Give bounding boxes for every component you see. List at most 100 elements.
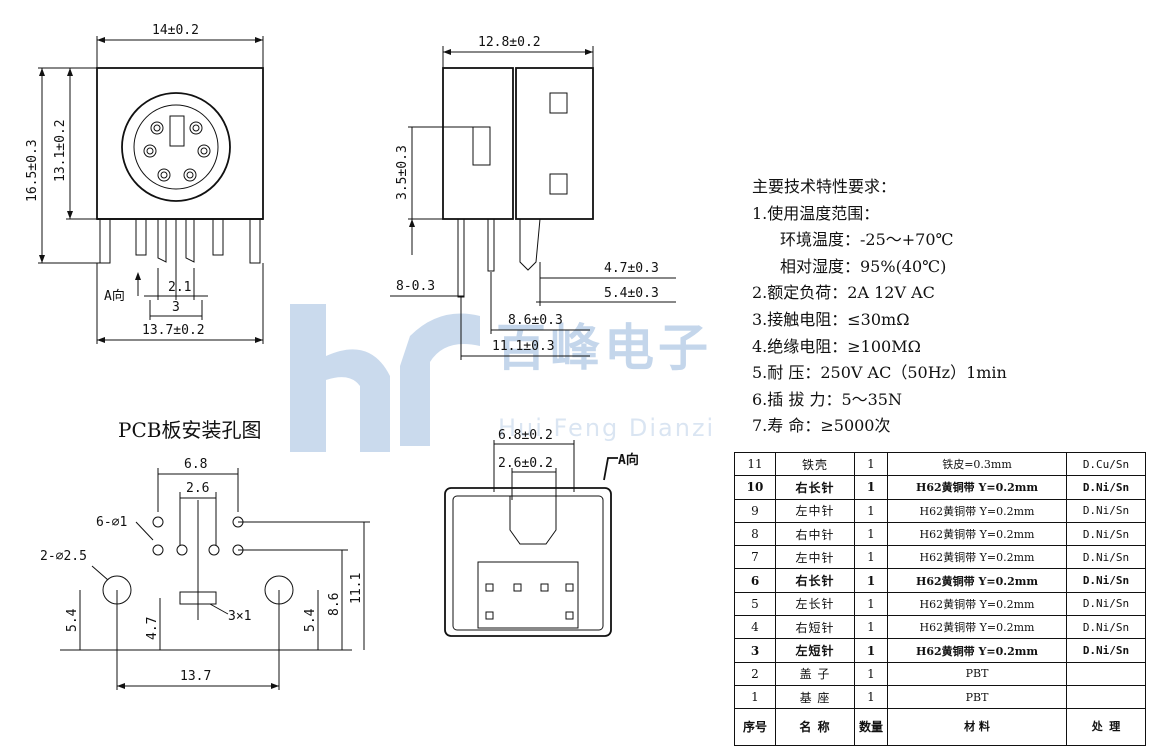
bom-finish: D.Ni/Sn [1066, 568, 1146, 593]
side-dim-a-label: 4.7±0.3 [604, 261, 659, 276]
side-window-height-label: 3.5±0.3 [395, 145, 410, 200]
bom-finish: D.Ni/Sn [1066, 638, 1146, 663]
bom-no: 3 [734, 638, 776, 663]
bom-no: 7 [734, 545, 776, 570]
bom-name: 左中针 [775, 498, 855, 523]
side-pin-offset-label: 8-0.3 [396, 279, 435, 294]
pcb-big-holes-label: 2-⌀2.5 [40, 549, 87, 564]
bom-material: H62黄铜带 Y=0.2mm [887, 591, 1067, 617]
pcb-base-width-label: 13.7 [180, 669, 211, 684]
bom-no: 2 [734, 661, 776, 686]
bom-qty: 1 [854, 638, 888, 663]
watermark-logo [290, 304, 480, 452]
table-row: 11 铁壳 1 铁皮=0.3mm D.Cu/Sn [734, 451, 1146, 477]
table-header-row: 序号 名 称 数量 材 料 处 理 [734, 708, 1146, 747]
spec-item: 5.耐 压：250V AC（50Hz）1min [752, 363, 1007, 383]
pcb-small-holes-label: 6-⌀1 [96, 515, 127, 530]
bom-no: 6 [734, 568, 776, 593]
front-base-width-label: 13.7±0.2 [142, 323, 205, 338]
bom-finish: D.Ni/Sn [1066, 615, 1146, 640]
bom-no: 9 [734, 498, 776, 523]
bom-name: 左长针 [775, 591, 855, 617]
bom-name: 右长针 [775, 475, 855, 500]
bom-name: 左中针 [775, 545, 855, 570]
bom-material: H62黄铜带 Y=0.2mm [887, 475, 1067, 500]
bom-finish: D.Ni/Sn [1066, 591, 1146, 617]
front-pin-pitch-label: 2.1 [168, 280, 191, 295]
side-dim-b-label: 5.4±0.3 [604, 286, 659, 301]
pcb-left-height-label: 5.4 [65, 608, 80, 632]
spec-item: 3.接触电阻：≤30mΩ [752, 309, 910, 329]
bom-no: 8 [734, 521, 776, 547]
bom-qty: 1 [854, 591, 888, 617]
bom-material: H62黄铜带 Y=0.2mm [887, 568, 1067, 593]
bom-name: 右长针 [775, 568, 855, 593]
specs-title: 主要技术特性要求： [752, 177, 897, 196]
bom-material: PBT [887, 684, 1067, 710]
bom-no: 4 [734, 615, 776, 640]
bom-finish [1066, 684, 1146, 710]
bom-finish: D.Cu/Sn [1066, 451, 1146, 477]
bom-qty: 1 [854, 451, 888, 477]
bom-finish: D.Ni/Sn [1066, 498, 1146, 523]
spec-item: 相对湿度：95%(40℃) [780, 256, 947, 276]
table-row: 8 右中针 1 H62黄铜带 Y=0.2mm D.Ni/Sn [734, 521, 1146, 547]
table-row: 5 左长针 1 H62黄铜带 Y=0.2mm D.Ni/Sn [734, 591, 1146, 617]
header-qty: 数量 [854, 708, 888, 747]
bottom-view: 6.8±0.2 2.6±0.2 A向 [444, 428, 639, 637]
bom-no: 10 [734, 475, 776, 500]
header-finish: 处 理 [1066, 708, 1146, 747]
table-row: 6 右长针 1 H62黄铜带 Y=0.2mm D.Ni/Sn [734, 568, 1146, 593]
bottom-outer-width-label: 6.8±0.2 [498, 428, 553, 443]
bom-finish: D.Ni/Sn [1066, 521, 1146, 547]
bom-qty: 1 [854, 568, 888, 593]
front-total-height-label: 16.5±0.3 [25, 139, 40, 202]
header-name: 名 称 [775, 708, 855, 747]
bom-name: 左短针 [775, 638, 855, 663]
front-view: 14±0.2 16.5±0.3 13 [25, 23, 264, 344]
bom-qty: 1 [854, 498, 888, 523]
spec-item: 6.插 拔 力：5～35N [752, 389, 902, 409]
pcb-right-height-a-label: 5.4 [303, 608, 318, 632]
bom-no: 5 [734, 591, 776, 617]
specifications: 主要技术特性要求： 1.使用温度范围： 环境温度：-25～+70℃ 相对湿度：9… [752, 174, 1007, 440]
watermark-brand: 百峰电子 [496, 319, 712, 377]
bom-finish: D.Ni/Sn [1066, 475, 1146, 500]
front-direction-label: A向 [104, 288, 125, 304]
bom-material: H62黄铜带 Y=0.2mm [887, 638, 1067, 663]
bom-material: H62黄铜带 Y=0.2mm [887, 615, 1067, 640]
pcb-width-outer-label: 6.8 [184, 457, 207, 472]
bottom-direction-label: A向 [618, 452, 639, 468]
side-dim-c-label: 8.6±0.3 [508, 313, 563, 328]
spec-item: 环境温度：-25～+70℃ [780, 230, 954, 250]
bom-qty: 1 [854, 684, 888, 710]
table-row: 7 左中针 1 H62黄铜带 Y=0.2mm D.Ni/Sn [734, 545, 1146, 570]
spec-item: 4.绝缘电阻：≥100MΩ [752, 336, 921, 356]
pcb-slot-height-label: 4.7 [145, 617, 160, 640]
bom-name: 基 座 [775, 684, 855, 710]
bom-qty: 1 [854, 545, 888, 570]
pcb-width-inner-label: 2.6 [186, 481, 209, 496]
pcb-layout: 6.8 2.6 6-⌀1 2-⌀2.5 3×1 13.7 5.4 4.7 [40, 457, 370, 690]
side-dim-d-label: 11.1±0.3 [492, 339, 555, 354]
bom-name: 铁壳 [775, 451, 855, 477]
bom-qty: 1 [854, 521, 888, 547]
table-row: 2 盖 子 1 PBT [734, 661, 1146, 686]
bill-of-materials: 11 铁壳 1 铁皮=0.3mm D.Cu/Sn 10 右长针 1 H62黄铜带… [734, 451, 1146, 747]
bom-finish: D.Ni/Sn [1066, 545, 1146, 570]
bom-material: H62黄铜带 Y=0.2mm [887, 498, 1067, 523]
side-width-label: 12.8±0.2 [478, 35, 541, 50]
pcb-right-height-c-label: 11.1 [349, 573, 364, 604]
bom-qty: 1 [854, 475, 888, 500]
pcb-slot-label: 3×1 [228, 609, 251, 624]
pcb-right-height-b-label: 8.6 [327, 593, 342, 616]
header-no: 序号 [734, 708, 776, 747]
bom-qty: 1 [854, 661, 888, 686]
bom-qty: 1 [854, 615, 888, 640]
bom-name: 右中针 [775, 521, 855, 547]
bom-name: 盖 子 [775, 661, 855, 686]
bom-no: 11 [734, 451, 776, 477]
bom-material: H62黄铜带 Y=0.2mm [887, 521, 1067, 547]
front-width-label: 14±0.2 [152, 23, 199, 38]
